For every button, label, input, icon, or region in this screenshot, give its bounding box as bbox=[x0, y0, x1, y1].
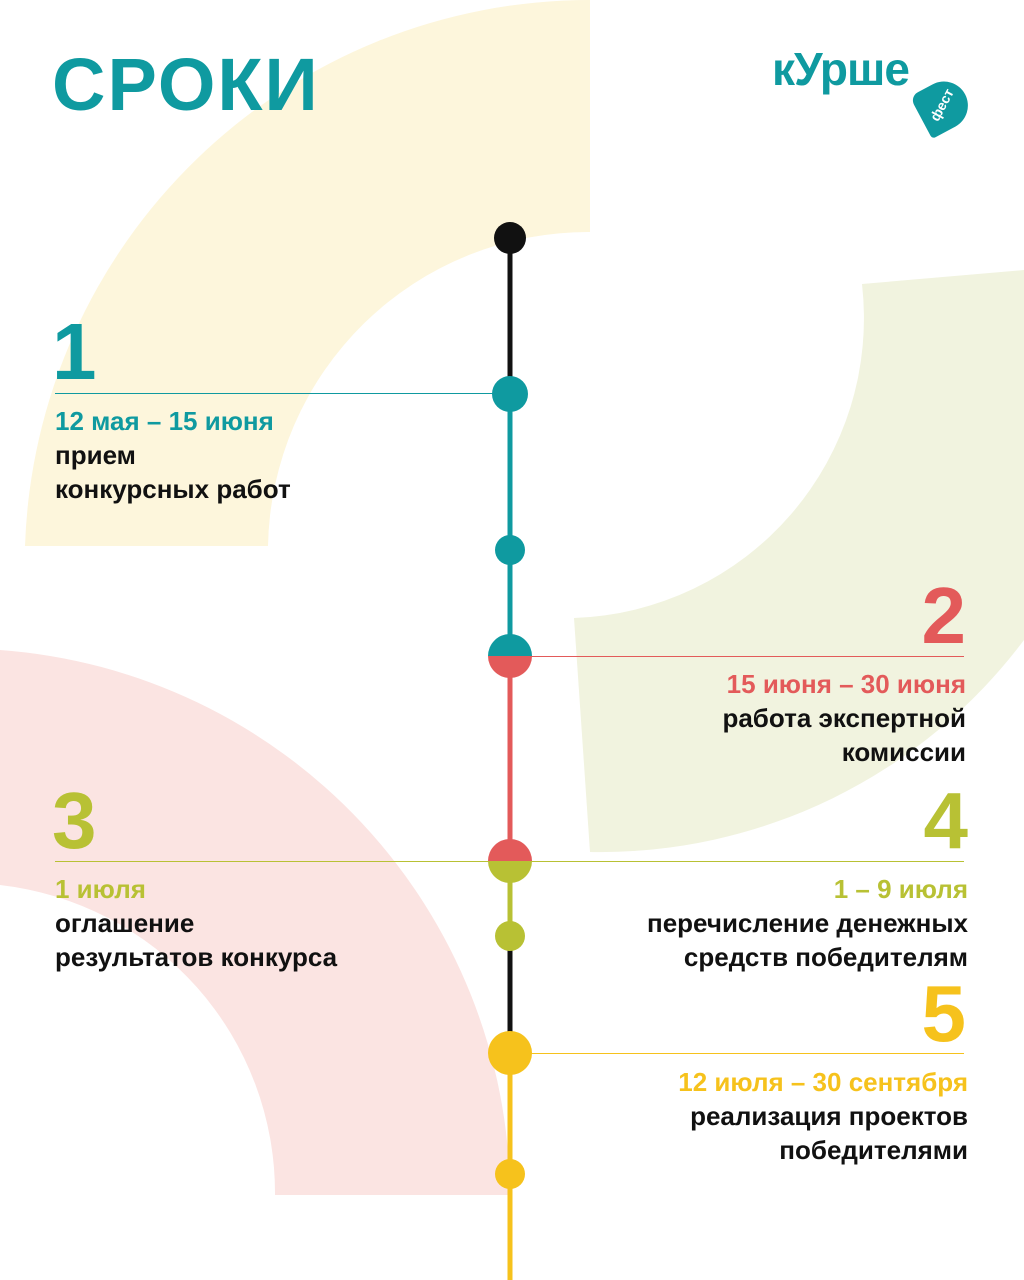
timeline-dot-step-1 bbox=[492, 376, 528, 412]
step-5-number: 5 bbox=[921, 969, 967, 1058]
timeline-dot-step-3-4 bbox=[488, 839, 532, 883]
step-2-number: 2 bbox=[921, 571, 967, 660]
step-2-dates: 15 июня – 30 июня bbox=[726, 669, 966, 699]
step-4-number: 4 bbox=[923, 776, 969, 865]
timeline-dot-step-2 bbox=[488, 634, 532, 678]
step-2-description: работа экспертной комиссии bbox=[722, 703, 966, 767]
timeline-dot-minor-teal bbox=[495, 535, 525, 565]
step-1-dates: 12 мая – 15 июня bbox=[55, 406, 274, 436]
step-3-number: 3 bbox=[52, 776, 97, 865]
step-1-number: 1 bbox=[52, 307, 97, 396]
timeline-dot-step-5 bbox=[488, 1031, 532, 1075]
step-1-description: прием конкурсных работ bbox=[55, 440, 291, 504]
step-5-description: реализация проектов победителями bbox=[690, 1101, 968, 1165]
brand-logo: кУрше фест bbox=[768, 40, 978, 140]
cream-arc bbox=[25, 0, 590, 546]
step-5-connector bbox=[510, 1053, 964, 1054]
logo-wordmark: кУрше bbox=[772, 43, 910, 95]
step-4-dates: 1 – 9 июля bbox=[833, 874, 968, 904]
step-3-description: оглашение результатов конкурса bbox=[55, 908, 338, 972]
step-2-connector bbox=[510, 656, 964, 657]
timeline-start-dot bbox=[494, 222, 526, 254]
step-4-description: перечисление денежных средств победителя… bbox=[647, 908, 968, 972]
step-5-dates: 12 июля – 30 сентября bbox=[678, 1067, 968, 1097]
green-arc bbox=[574, 270, 1024, 853]
timeline-dot-minor-olive bbox=[495, 921, 525, 951]
pink-arc bbox=[0, 650, 510, 1195]
page-title: СРОКИ bbox=[52, 43, 320, 126]
step-3-dates: 1 июля bbox=[55, 874, 146, 904]
step-1-connector bbox=[55, 393, 510, 394]
timeline-dot-minor-yellow bbox=[495, 1159, 525, 1189]
